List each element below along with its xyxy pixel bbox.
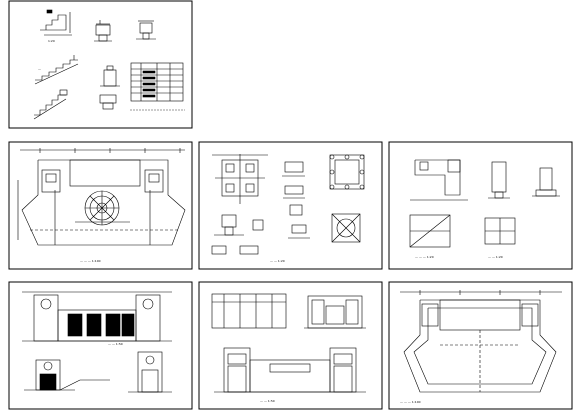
- sheet-front-elevation: — — 1:50: [198, 281, 383, 410]
- column-section-detail: [329, 154, 365, 190]
- foundation-outline: [403, 299, 557, 393]
- column-base-detail: [136, 20, 156, 40]
- column-reinforcement-detail: [331, 213, 361, 243]
- svg-text:— — — 1:20: — — — 1:20: [415, 255, 434, 259]
- svg-text:1:20: 1:20: [48, 39, 55, 43]
- stair-section-detail-a: 1:20: [40, 9, 72, 43]
- column-plan-detail: [212, 154, 268, 204]
- svg-text:— — 1:20: — — 1:20: [488, 255, 503, 259]
- stair-section-detail-b: —: [34, 55, 79, 85]
- pier-detail: [99, 65, 120, 110]
- gateway-elevation: [22, 291, 172, 342]
- sheet-site-plan: — — — 1:100: [8, 141, 193, 270]
- svg-text:— — — 1:100: — — — 1:100: [80, 259, 101, 263]
- svg-text:—: —: [38, 67, 41, 71]
- sheet-top-left-details: 1:20 —: [8, 0, 193, 129]
- svg-text:— — 1:50: — — 1:50: [260, 399, 275, 403]
- sheet-foundation-plan: — — — 1:100: [388, 281, 573, 410]
- svg-text:— — — 1:100: — — — 1:100: [400, 400, 421, 404]
- stair-section-detail-c: [33, 89, 68, 120]
- circular-rose-feature: [84, 190, 120, 226]
- sheet-elevations: — — 1:50: [8, 281, 193, 410]
- material-schedule-table: [130, 62, 184, 102]
- svg-text:— — 1:50: — — 1:50: [108, 342, 123, 346]
- wall-cap-detail: [94, 20, 112, 42]
- wall-front-elevation: [214, 347, 366, 393]
- sheet-structural-details: — — 1:20: [198, 141, 383, 270]
- svg-text:— — 1:20: — — 1:20: [270, 259, 285, 263]
- sheet-section-details: — — — 1:20 — — 1:20: [388, 141, 573, 270]
